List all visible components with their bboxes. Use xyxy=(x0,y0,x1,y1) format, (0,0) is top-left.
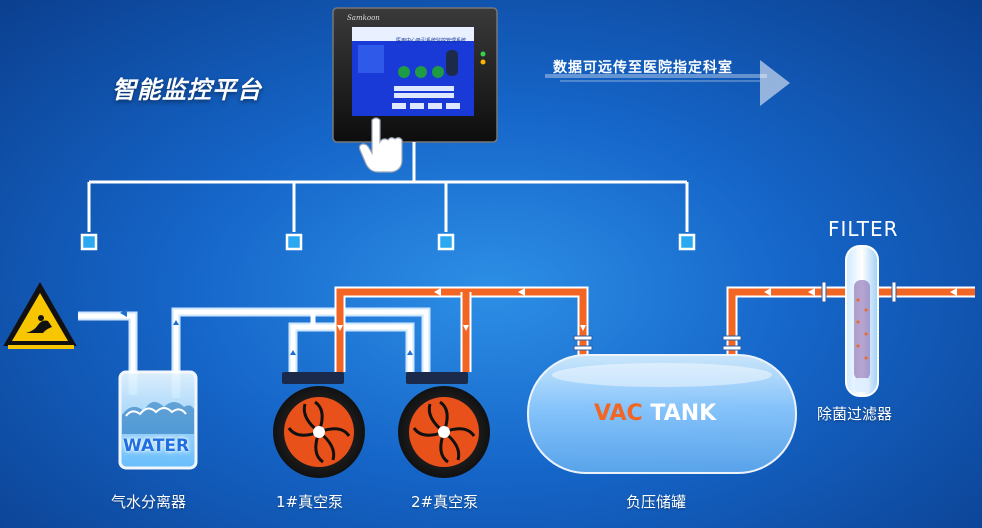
monitor-pump-thumbs xyxy=(398,50,458,78)
white-pipes xyxy=(78,307,431,398)
water-separator xyxy=(118,370,198,470)
vac-tank xyxy=(527,354,797,474)
water-label: WATER xyxy=(123,436,190,456)
pump-1 xyxy=(273,372,365,478)
filter-title: FILTER xyxy=(828,217,899,241)
transfer-note: 数据可远传至医院指定科室 xyxy=(553,60,733,76)
pump-2 xyxy=(398,372,490,478)
pipe-flanges xyxy=(573,281,897,351)
caption-separator: 气水分离器 xyxy=(111,493,187,511)
monitor-brand: Samkoon xyxy=(347,14,380,22)
arrow-right-icon xyxy=(545,60,790,106)
network-bus xyxy=(87,142,689,232)
flow-arrow-icon xyxy=(120,309,413,355)
tank-word: TANK xyxy=(650,401,717,426)
vac-tank-label: VAC TANK xyxy=(594,401,716,426)
vac-word: VAC xyxy=(594,401,643,426)
hand-pointer-icon xyxy=(358,117,403,173)
monitor-screen-title: 医用中心吸引系统监控管理系统 xyxy=(396,38,467,44)
platform-title: 智能监控平台 xyxy=(112,76,262,104)
touch-monitor xyxy=(332,7,498,143)
caption-tank: 负压储罐 xyxy=(626,493,687,511)
warning-triangle-icon xyxy=(3,281,77,349)
sterile-filter xyxy=(845,245,879,397)
caption-pump1: 1#真空泵 xyxy=(276,493,344,511)
caption-pump2: 2#真空泵 xyxy=(411,493,479,511)
sensor-node-icon xyxy=(80,233,696,251)
caption-filter: 除菌过滤器 xyxy=(817,405,893,423)
flow-arrow-icon xyxy=(337,288,957,331)
